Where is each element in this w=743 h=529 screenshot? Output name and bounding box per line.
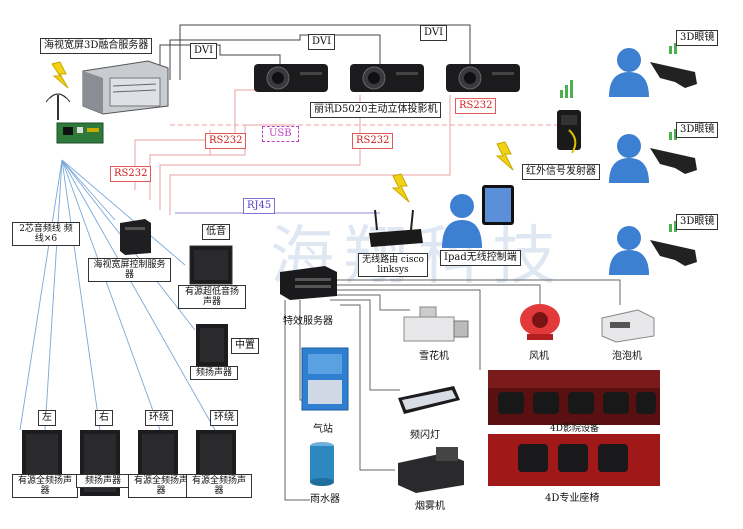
projector-label: 丽讯D5020主动立体投影机 — [310, 102, 442, 118]
effects-line — [284, 300, 310, 501]
dvi-line-1 — [159, 44, 281, 80]
rain-machine-icon — [310, 442, 334, 486]
effects-line — [330, 289, 481, 370]
strobe-light-label: 频闪灯 — [410, 430, 440, 441]
rs232-line-2 — [159, 95, 361, 210]
smoke-machine-icon — [398, 447, 464, 493]
mid-label: 中置 — [231, 338, 259, 354]
surround-label-2: 环绕 — [210, 410, 238, 426]
right-speaker-label: 频扬声器 — [76, 474, 130, 488]
4d-seats-label: 4D专业座椅 — [545, 493, 600, 504]
signal-bars-icon — [560, 80, 573, 98]
viewer-with-glasses-icon — [609, 129, 697, 183]
audio-line — [61, 159, 186, 266]
air-station-label: 气站 — [313, 424, 333, 435]
fan-label: 风机 — [529, 351, 549, 362]
effects-server-label: 特效服务器 — [283, 316, 333, 327]
audio-line — [61, 159, 161, 431]
ir-emitter-label: 红外信号发射器 — [522, 164, 600, 180]
dvi-line-3 — [179, 24, 471, 80]
surround-speaker-label-1: 有源全频扬声器 — [128, 474, 194, 498]
right-label: 右 — [95, 410, 113, 426]
subwoofer-icon — [189, 245, 233, 285]
surround-speaker-label-2: 有源全频扬声器 — [186, 474, 252, 498]
smoke-machine-label: 烟雾机 — [415, 501, 445, 512]
audio-line — [19, 159, 63, 431]
control-server-label: 海视宽屏控制服务器 — [88, 258, 171, 282]
effects-server-icon — [280, 266, 337, 300]
strobe-light-icon — [398, 386, 460, 414]
audio-line — [61, 159, 216, 431]
surround-label-1: 环绕 — [145, 410, 173, 426]
effects-line — [340, 304, 395, 471]
ir-emitter-icon — [557, 110, 581, 154]
snow-machine-label: 雪花机 — [419, 351, 449, 362]
snow-machine-icon — [403, 306, 469, 342]
wireless-signal-icon — [51, 61, 69, 89]
router-label: 无线路由 cisco linksys — [358, 253, 428, 277]
dvi-label-3: DVI — [420, 25, 448, 41]
rs232-label-a: RS232 — [205, 133, 247, 149]
rs232-label-c: RS232 — [110, 166, 152, 182]
bass-speaker-label: 有源超低音扬声器 — [178, 285, 246, 309]
wireless-signal-icon — [495, 141, 514, 171]
left-label: 左 — [38, 410, 56, 426]
projector-icon — [446, 64, 520, 92]
effects-line — [335, 284, 541, 310]
bass-label: 低音 — [202, 224, 230, 240]
audio-cable-label: 2芯音频线 频线×6 — [12, 222, 80, 246]
4d-cinema-photo — [488, 370, 660, 425]
effects-line — [330, 299, 400, 391]
glasses-label-1: 3D眼镜 — [676, 30, 719, 46]
viewer-with-glasses-icon — [609, 221, 697, 275]
audio-line — [44, 159, 63, 431]
rs232-label-b: RS232 — [352, 133, 394, 149]
dvi-label-2: DVI — [308, 34, 336, 50]
rj45-label: RJ45 — [243, 198, 276, 214]
dvi-line-2 — [169, 34, 381, 80]
effects-line — [330, 279, 621, 305]
usb-label: USB — [262, 126, 299, 142]
projector-icon — [254, 64, 328, 92]
viewer-with-glasses-icon — [609, 43, 697, 97]
antenna-icon — [45, 93, 71, 120]
4d-equipment-label: 4D影院设备 — [550, 424, 599, 434]
mid-speaker-label: 频扬声器 — [190, 366, 238, 380]
ipad-user-icon — [442, 185, 514, 248]
air-station-icon — [301, 347, 349, 411]
dvi-label-1: DVI — [190, 43, 218, 59]
effects-line — [320, 294, 410, 311]
glasses-label-3: 3D眼镜 — [676, 214, 719, 230]
ipad-label: Ipad无线控制端 — [440, 250, 521, 266]
bubble-machine-icon — [601, 309, 655, 343]
router-icon — [369, 209, 423, 247]
4d-seats-photo — [488, 434, 660, 486]
center-speaker-icon — [196, 324, 228, 366]
audio-line — [61, 159, 116, 221]
rain-machine-label: 雨水器 — [310, 494, 340, 505]
fusion-server-icon — [82, 60, 169, 115]
rs232-line-3 — [169, 95, 451, 215]
fan-icon — [520, 304, 560, 340]
wireless-signal-icon — [391, 173, 410, 203]
control-server-icon — [120, 219, 151, 255]
sound-card-icon — [56, 122, 104, 144]
projector-icon — [350, 64, 424, 92]
rs232-label-d: RS232 — [455, 98, 497, 114]
fusion-server-label: 海视宽屏3D融合服务器 — [40, 38, 153, 54]
left-speaker-label: 有源全频扬声器 — [12, 474, 78, 498]
glasses-label-2: 3D眼镜 — [676, 122, 719, 138]
bubble-machine-label: 泡泡机 — [612, 351, 642, 362]
audio-line — [61, 159, 101, 431]
